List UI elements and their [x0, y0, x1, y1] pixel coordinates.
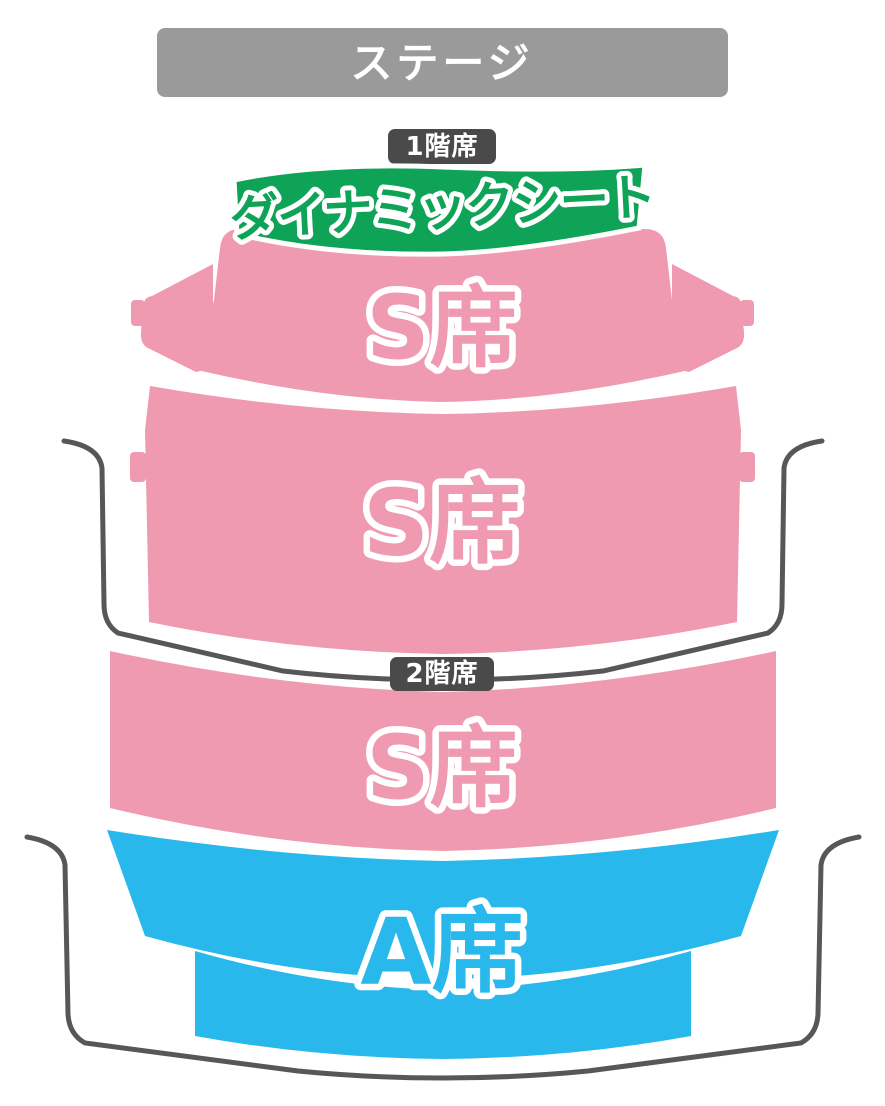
stage-bar	[157, 28, 728, 97]
stage-label: ステージ	[350, 39, 533, 88]
hall-outline-lower	[24, 834, 862, 1081]
a-seat-label: A席	[360, 899, 523, 1006]
s-seat-1f-front-right-wing[interactable]	[672, 264, 745, 372]
s-seat-1f-rear-section[interactable]	[145, 386, 741, 654]
dynamic-seat-section[interactable]	[231, 162, 648, 257]
s-seat-1f-front-right-tab	[740, 300, 754, 326]
s-seat-1f-front-label: S席	[366, 277, 517, 380]
a-seat-upper-section[interactable]	[107, 830, 779, 979]
s-seat-1f-front-left-tab	[131, 300, 145, 326]
s-seat-1f-front-left-wing[interactable]	[140, 264, 213, 372]
s-seat-1f-rear-right-tab	[739, 452, 755, 482]
s-seat-1f-front-section[interactable]	[197, 229, 689, 402]
s-seat-2f-label: S席	[366, 717, 517, 820]
s-seat-1f-rear-label: S席	[363, 470, 521, 577]
a-seat-lower-section[interactable]	[195, 951, 691, 1059]
floor1-badge	[388, 129, 496, 164]
floor2-badge-label: 2階席	[405, 658, 478, 689]
floor1-badge-label: 1階席	[405, 131, 478, 162]
s-seat-2f-section[interactable]	[110, 651, 776, 851]
floor2-badge	[390, 657, 494, 691]
s-seat-1f-rear-left-tab	[130, 452, 146, 482]
